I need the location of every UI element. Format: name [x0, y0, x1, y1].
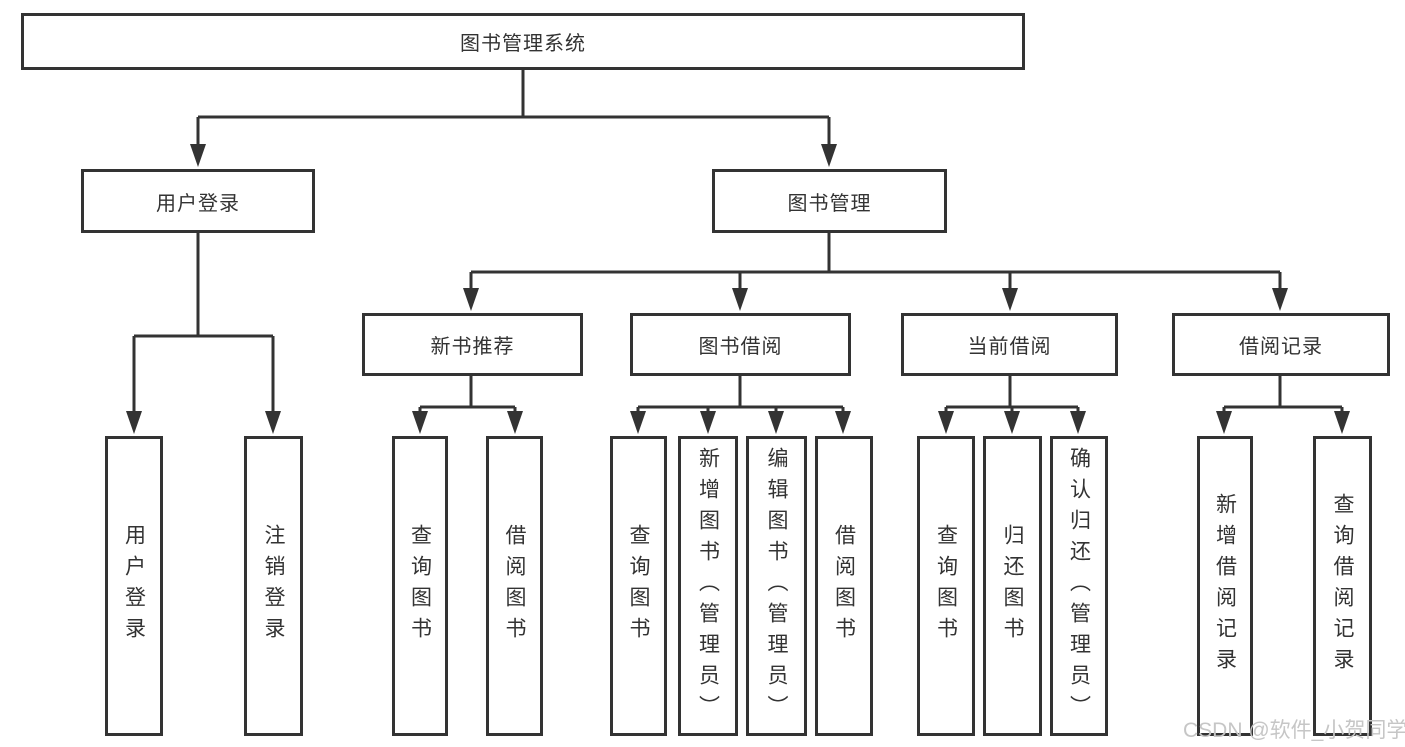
- leaf-logout-label: 注销登录: [262, 524, 285, 648]
- leaf-query-books-recommend: 查询图书: [392, 436, 448, 736]
- leaf-query-books-borrow: 查询图书: [610, 436, 667, 736]
- node-new-book-recommend-label: 新书推荐: [430, 336, 515, 358]
- node-book-borrow: 图书借阅: [630, 313, 851, 376]
- leaf-edit-book-admin: 编辑图书（管理员）: [746, 436, 807, 736]
- node-borrow-records: 借阅记录: [1172, 313, 1390, 376]
- leaf-query-borrow-record: 查询借阅记录: [1313, 436, 1372, 736]
- leaf-borrow-books-recommend-label: 借阅图书: [503, 524, 526, 648]
- node-book-management: 图书管理: [712, 169, 947, 233]
- leaf-query-books-current-label: 查询图书: [934, 524, 958, 648]
- node-book-management-label: 图书管理: [787, 192, 872, 215]
- arrowhead-icons: [126, 144, 1350, 434]
- leaf-confirm-return-admin: 确认归还（管理员）: [1050, 436, 1108, 736]
- leaf-add-borrow-record: 新增借阅记录: [1197, 436, 1253, 736]
- leaf-user-login-label: 用户登录: [122, 524, 146, 648]
- leaf-borrow-books-borrow: 借阅图书: [815, 436, 873, 736]
- node-root: 图书管理系统: [21, 13, 1025, 70]
- node-borrow-records-label: 借阅记录: [1239, 336, 1323, 358]
- leaf-return-book: 归还图书: [983, 436, 1042, 736]
- leaf-query-books-recommend-label: 查询图书: [408, 524, 432, 648]
- node-user-login: 用户登录: [81, 169, 315, 233]
- leaf-query-books-current: 查询图书: [917, 436, 975, 736]
- leaf-borrow-books-recommend: 借阅图书: [486, 436, 543, 736]
- leaf-edit-book-admin-label: 编辑图书（管理员）: [765, 446, 788, 726]
- leaf-add-book-admin: 新增图书（管理员）: [678, 436, 738, 736]
- node-book-borrow-label: 图书借阅: [698, 336, 783, 358]
- node-user-login-label: 用户登录: [156, 192, 240, 215]
- leaf-add-book-admin-label: 新增图书（管理员）: [696, 446, 720, 726]
- leaf-return-book-label: 归还图书: [1001, 524, 1024, 648]
- leaf-user-login: 用户登录: [105, 436, 163, 736]
- node-root-label: 图书管理系统: [460, 33, 586, 55]
- leaf-add-borrow-record-label: 新增借阅记录: [1213, 493, 1237, 679]
- leaf-confirm-return-admin-label: 确认归还（管理员）: [1067, 446, 1091, 726]
- leaf-query-books-borrow-label: 查询图书: [627, 524, 650, 648]
- leaf-query-borrow-record-label: 查询借阅记录: [1331, 493, 1354, 679]
- node-current-borrow-label: 当前借阅: [967, 336, 1052, 358]
- leaf-logout: 注销登录: [244, 436, 303, 736]
- leaf-borrow-books-borrow-label: 借阅图书: [832, 524, 856, 648]
- node-current-borrow: 当前借阅: [901, 313, 1118, 376]
- node-new-book-recommend: 新书推荐: [362, 313, 583, 376]
- watermark: CSDN @软件_小贺同学: [1183, 719, 1405, 742]
